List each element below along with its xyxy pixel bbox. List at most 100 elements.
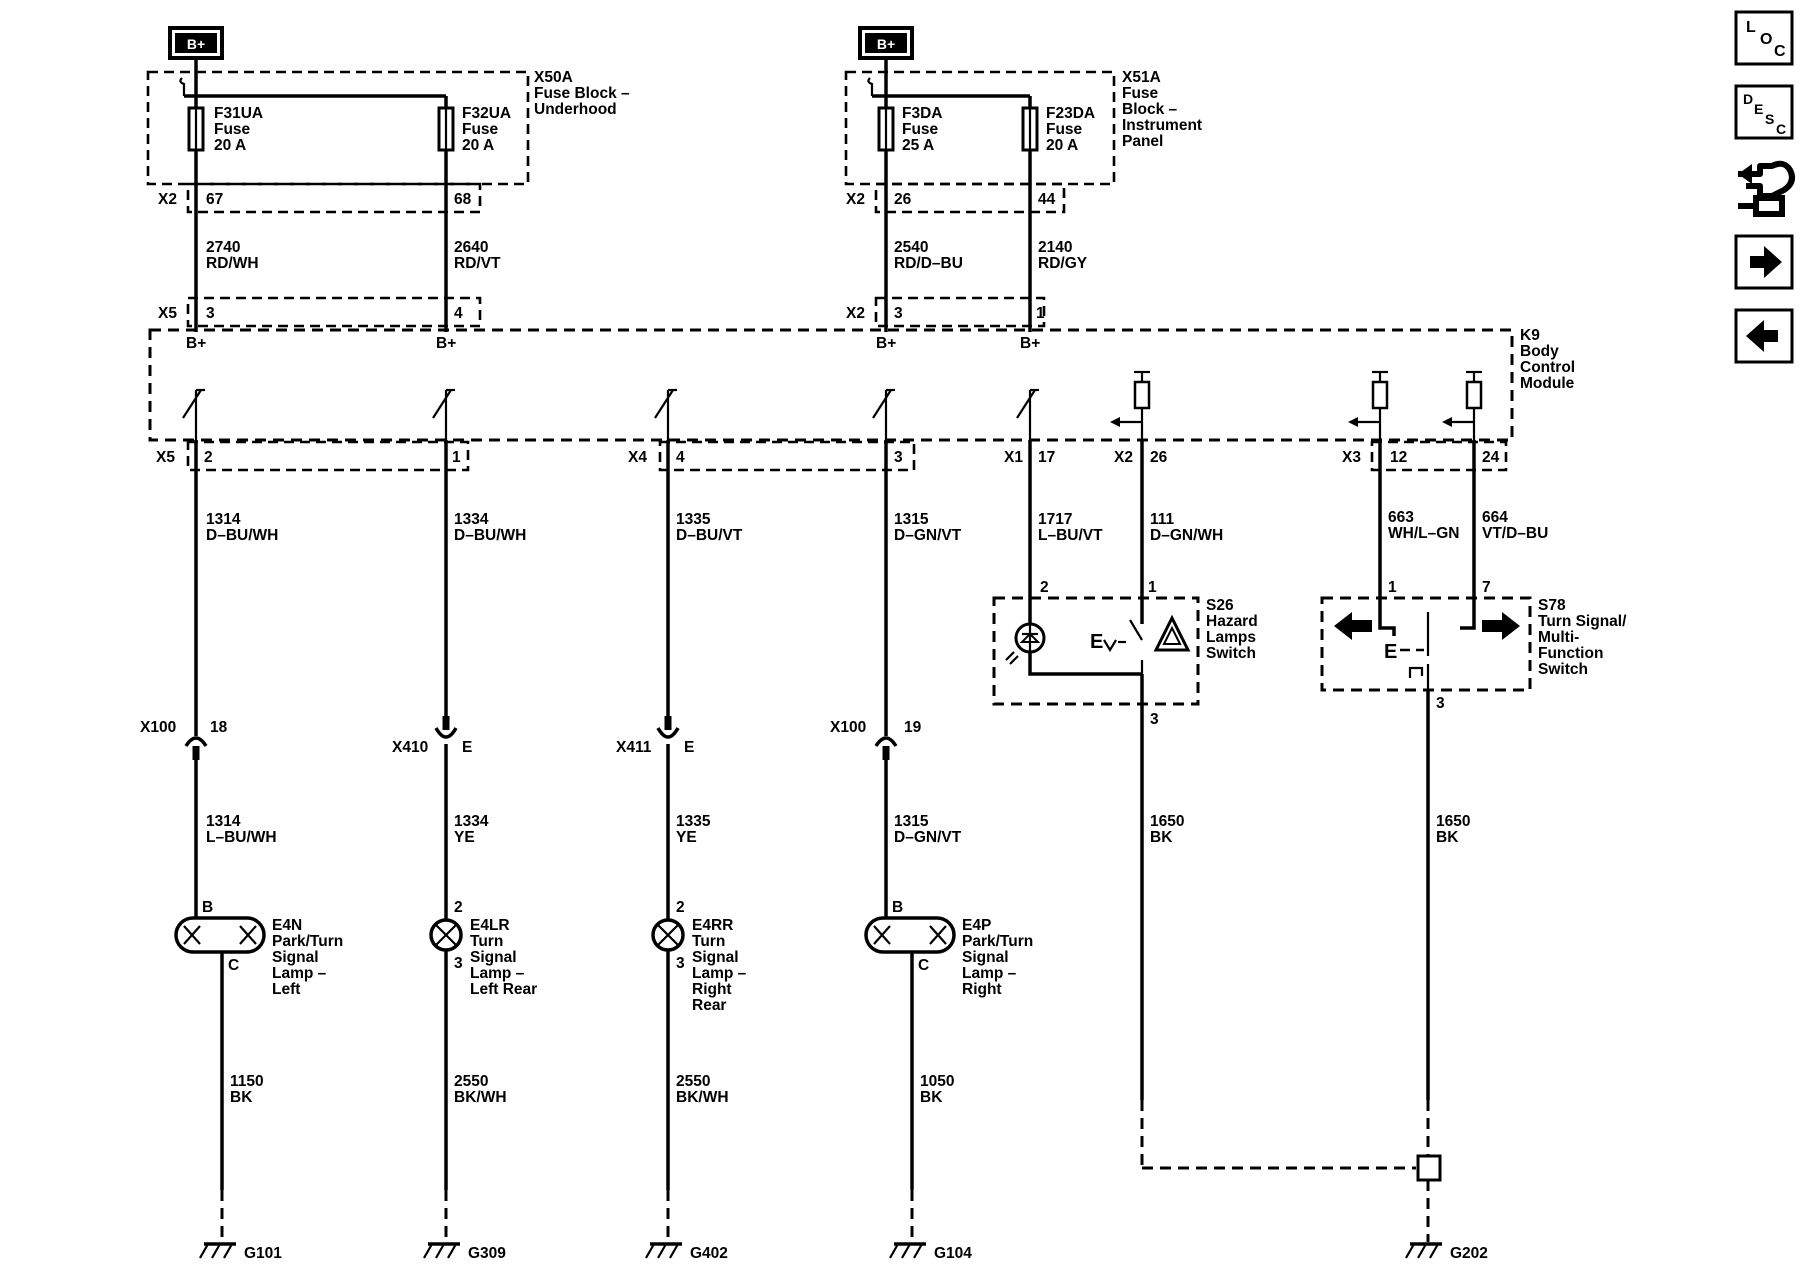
ground-symbol-icon [199,1242,236,1259]
b-plus-label: B+ [876,335,896,352]
wire-color: BK [230,1089,253,1106]
component-title-line: Switch [1206,645,1256,662]
wire-color: RD/D–BU [894,255,963,272]
inline-connector-x410: X410 E [392,716,472,756]
connector-label: X5 [156,449,175,466]
connector-label: X410 [392,739,428,756]
svg-text:E: E [1384,641,1397,663]
component-title-line: Control [1520,359,1575,376]
wire-color: BK [920,1089,943,1106]
connector-outline [874,182,1066,214]
component-title-line: E4P [962,917,991,934]
wire-color: RD/WH [206,255,259,272]
fuse-label-line: Fuse [902,121,939,138]
inline-connectors: X100 18 X410 E X411 E X100 19 [140,716,922,760]
component-title-line: Signal [470,949,517,966]
next-button[interactable] [1734,234,1794,290]
desc-icon: D [1743,91,1753,107]
pin-label: C [228,957,239,974]
pin-number: 44 [1038,191,1056,208]
switch-outline [992,596,1200,706]
pin-number: 7 [1482,579,1491,596]
circuit-number: 2140 [1038,239,1072,256]
ground-label: G104 [934,1245,972,1262]
location-button[interactable]: L O C [1734,10,1794,66]
fuse-label-line: Fuse [214,121,251,138]
input-pullup-resistor [1348,370,1389,440]
circuit-number: 1334 [454,511,489,528]
b-plus-label: B+ [1020,335,1040,352]
lamp-e4lr: 2 3 E4LR Turn Signal Lamp – Left Rear [429,899,537,998]
ground-g101: G101 [199,1242,282,1262]
circuit-number: 2550 [454,1073,488,1090]
ground-label: G101 [244,1245,282,1262]
pin-number: 1 [1036,305,1045,322]
fuse-label-line: 20 A [462,137,494,154]
pin-number: 1 [452,449,461,466]
bcm-outline [148,328,1514,442]
pin-number: 4 [676,449,685,466]
fuse-f3da [877,106,895,152]
fuse-label-line: 25 A [902,137,934,154]
lamp-e4n: B C E4N Park/Turn Signal Lamp – Left [174,899,343,998]
pin-label: 3 [676,955,685,972]
fuse-f23da [1021,106,1039,152]
wire-color: VT/D–BU [1482,525,1548,542]
circuit-number: 1334 [454,813,489,830]
circuit-number: 2740 [206,239,240,256]
ground-g402: G402 [645,1242,728,1262]
input-pullup-resistor [1110,370,1151,440]
connector-label: X2 [846,191,865,208]
connector-outline [658,440,916,472]
ground-g104: G104 [889,1242,972,1262]
component-title-line: Park/Turn [962,933,1033,950]
component-title-line: Panel [1122,133,1163,150]
b-plus-label: B+ [187,36,205,52]
dual-bulb-icon [174,916,266,954]
component-title-line: Instrument [1122,117,1202,134]
previous-button[interactable] [1734,308,1794,364]
pin-number: 3 [206,305,215,322]
ground-g202: G202 [1142,1154,1488,1262]
svg-text:E: E [1754,101,1763,117]
pin-number: 67 [206,191,223,208]
wire-color: D–GN/WH [1150,527,1223,544]
inline-connector-x100-18: X100 18 [140,719,228,760]
hazard-triangle-icon [1153,614,1191,652]
inline-connector-x411: X411 E [616,716,694,756]
connector-outline [186,440,470,472]
connector-label: X1 [1004,449,1023,466]
component-title-line: Underhood [534,101,617,118]
indicator-led-icon [1005,622,1046,665]
description-button[interactable]: D E S C [1734,84,1794,140]
pin-label: C [918,957,929,974]
arrow-right-icon [1482,612,1520,640]
component-title-line: Multi- [1538,629,1579,646]
pin-label: 2 [676,899,685,916]
arrow-right-icon [1750,246,1782,278]
circuit-number: 1335 [676,813,711,830]
circuit-number: 1717 [1038,511,1072,528]
wire-color: D–GN/VT [894,829,962,846]
wire-color: D–BU/WH [206,527,278,544]
component-title-line: X51A [1122,69,1161,86]
wire-color: BK/WH [454,1089,507,1106]
ground-symbol-icon [645,1242,682,1259]
output-driver-switch [432,388,455,440]
wire-color: BK [1436,829,1459,846]
component-title-line: Right [962,981,1002,998]
arrow-left-icon [1334,612,1372,640]
ground-label: G202 [1450,1245,1488,1262]
component-title-line: Right [692,981,732,998]
turn-signal-switch-s78: 1 7 E S78 Turn Signal/ Multi- Function S… [1320,579,1627,1156]
connector-button[interactable] [1738,160,1795,217]
component-title-line: Turn [692,933,725,950]
circuit-number: 663 [1388,509,1414,526]
dual-bulb-icon [864,916,956,954]
connector-label: X100 [140,719,176,736]
pin-number: 3 [894,449,903,466]
input-pullup-resistor [1442,370,1483,440]
ground-symbol-icon [423,1242,460,1259]
component-title-line: K9 [1520,327,1540,344]
